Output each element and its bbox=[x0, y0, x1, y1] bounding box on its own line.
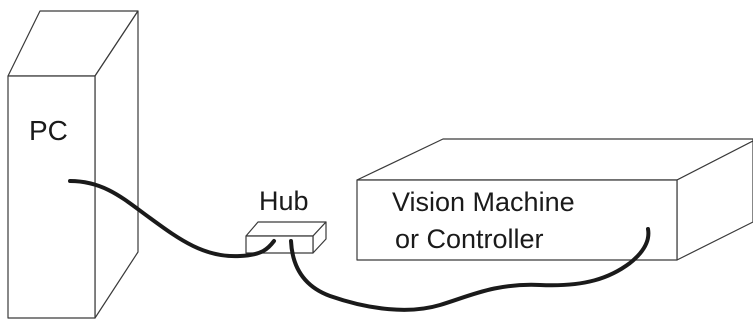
machine-box-front bbox=[356, 179, 678, 261]
hub-front bbox=[245, 235, 314, 254]
hub-device: Hub bbox=[245, 186, 327, 254]
machine-label-line2: or Controller bbox=[395, 224, 544, 254]
pc-label: PC bbox=[29, 115, 68, 146]
cable-pc-to-hub bbox=[68, 179, 276, 259]
cable-hub-to-machine bbox=[289, 227, 651, 312]
hub-top bbox=[245, 221, 327, 237]
hub-label: Hub bbox=[259, 186, 309, 216]
pc-tower-front bbox=[7, 75, 96, 319]
pc-tower: PC bbox=[7, 10, 139, 319]
machine-label-line1: Vision Machine bbox=[392, 187, 575, 217]
vision-machine-box: Vision Machine or Controller bbox=[356, 138, 753, 261]
